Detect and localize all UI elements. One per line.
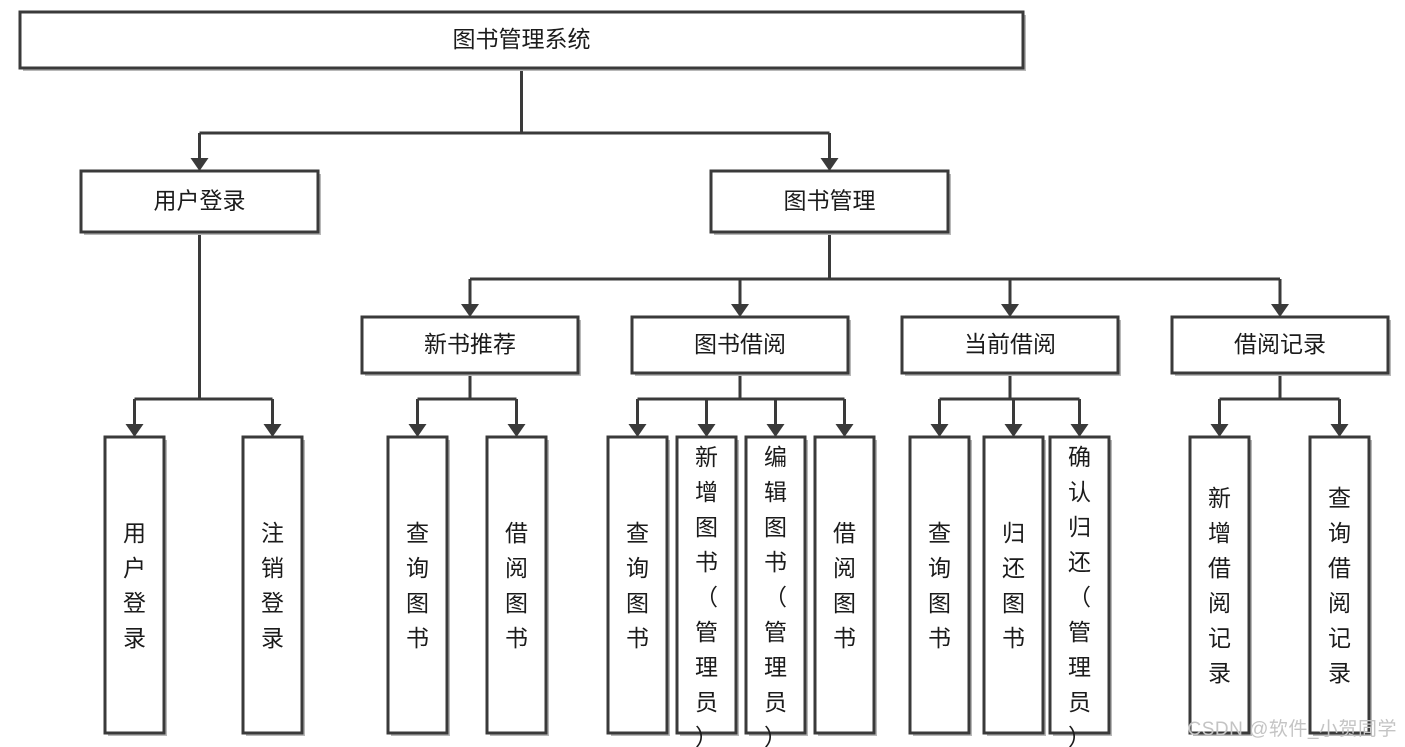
node-box: [1308, 435, 1371, 735]
node-box: [630, 315, 850, 375]
node-label: 当前借阅: [964, 331, 1056, 357]
node-leaf-user-logout[interactable]: 注销登录: [241, 435, 305, 736]
arrow-head-icon: [125, 424, 144, 437]
node-book-manage[interactable]: 图书管理: [709, 169, 951, 235]
arrow-head-icon: [461, 304, 479, 317]
node-label: 查询图书: [406, 520, 429, 651]
arrow-head-icon: [408, 424, 427, 437]
edges-layer: [125, 68, 1349, 437]
arrow-head-icon: [766, 424, 785, 437]
arrow-head-icon: [1330, 424, 1349, 437]
node-leaf-user-login[interactable]: 用户登录: [103, 435, 167, 736]
node-label: 用户登录: [154, 188, 246, 214]
arrow-head-icon: [628, 424, 647, 437]
node-box: [744, 435, 807, 735]
node-label: 编辑图书（管理员）: [764, 444, 787, 747]
node-borrow-record[interactable]: 借阅记录: [1170, 315, 1391, 376]
node-box: [908, 435, 971, 735]
node-label: 注销登录: [261, 520, 284, 651]
node-leaf-query-book-2[interactable]: 查询图书: [606, 435, 670, 736]
node-box: [241, 435, 304, 735]
node-box: [675, 435, 738, 735]
node-box: [709, 169, 950, 234]
node-label: 确认归还（管理员）: [1068, 444, 1091, 747]
node-leaf-query-book-1[interactable]: 查询图书: [386, 435, 450, 736]
node-box: [18, 10, 1025, 70]
node-book-borrow[interactable]: 图书借阅: [630, 315, 851, 376]
arrow-head-icon: [263, 424, 282, 437]
edge-group-new-book-recommend: [408, 373, 526, 437]
node-box: [360, 315, 580, 375]
node-root[interactable]: 图书管理系统: [18, 10, 1026, 71]
edge-group-book-manage: [461, 232, 1289, 317]
node-box: [1170, 315, 1390, 375]
edge-group-root: [190, 68, 839, 171]
node-box: [386, 435, 449, 735]
edge-group-user-login: [125, 232, 282, 437]
node-label: 新增图书（管理员）: [695, 444, 718, 747]
node-leaf-edit-book[interactable]: 编辑图书（管理员）: [744, 435, 808, 747]
node-label: 图书借阅: [694, 331, 786, 357]
node-label: 借阅图书: [833, 520, 856, 651]
nodes-layer: 图书管理系统用户登录图书管理新书推荐图书借阅当前借阅借阅记录用户登录注销登录查询…: [18, 10, 1391, 747]
node-box: [485, 435, 548, 735]
node-label: 用户登录: [123, 520, 146, 651]
node-label: 借阅记录: [1234, 331, 1326, 357]
node-leaf-confirm-return[interactable]: 确认归还（管理员）: [1048, 435, 1112, 747]
node-label: 新书推荐: [424, 331, 516, 357]
node-box: [982, 435, 1045, 735]
node-label: 查询图书: [928, 520, 951, 651]
node-box: [606, 435, 669, 735]
node-leaf-add-book[interactable]: 新增图书（管理员）: [675, 435, 739, 747]
node-box: [813, 435, 876, 735]
arrow-head-icon: [930, 424, 949, 437]
node-label: 借阅图书: [505, 520, 528, 651]
node-leaf-borrow-book-2[interactable]: 借阅图书: [813, 435, 877, 736]
arrow-head-icon: [1210, 424, 1229, 437]
node-current-borrow[interactable]: 当前借阅: [900, 315, 1121, 376]
node-new-book-recommend[interactable]: 新书推荐: [360, 315, 581, 376]
edge-group-current-borrow: [930, 373, 1089, 437]
arrow-head-icon: [835, 424, 854, 437]
node-box: [1048, 435, 1111, 735]
arrow-head-icon: [1004, 424, 1023, 437]
node-user-login[interactable]: 用户登录: [79, 169, 321, 235]
node-label: 图书管理系统: [453, 26, 591, 52]
arrow-head-icon: [1070, 424, 1089, 437]
arrow-head-icon: [820, 158, 839, 171]
arrow-head-icon: [190, 158, 209, 171]
node-leaf-query-book-3[interactable]: 查询图书: [908, 435, 972, 736]
node-label: 查询图书: [626, 520, 649, 651]
node-label: 新增借阅记录: [1208, 485, 1231, 686]
arrow-head-icon: [731, 304, 749, 317]
node-label: 图书管理: [784, 188, 876, 214]
edge-group-book-borrow: [628, 373, 854, 437]
node-leaf-return-book[interactable]: 归还图书: [982, 435, 1046, 736]
node-leaf-add-record[interactable]: 新增借阅记录: [1188, 435, 1252, 736]
node-leaf-query-record[interactable]: 查询借阅记录: [1308, 435, 1372, 736]
node-leaf-borrow-book-1[interactable]: 借阅图书: [485, 435, 549, 736]
node-box: [79, 169, 320, 234]
node-box: [103, 435, 166, 735]
arrow-head-icon: [1271, 304, 1289, 317]
arrow-head-icon: [1001, 304, 1019, 317]
node-label: 归还图书: [1002, 520, 1025, 651]
edge-group-borrow-record: [1210, 373, 1349, 437]
node-box: [900, 315, 1120, 375]
arrow-head-icon: [697, 424, 716, 437]
node-box: [1188, 435, 1251, 735]
arrow-head-icon: [507, 424, 526, 437]
node-label: 查询借阅记录: [1328, 485, 1351, 686]
